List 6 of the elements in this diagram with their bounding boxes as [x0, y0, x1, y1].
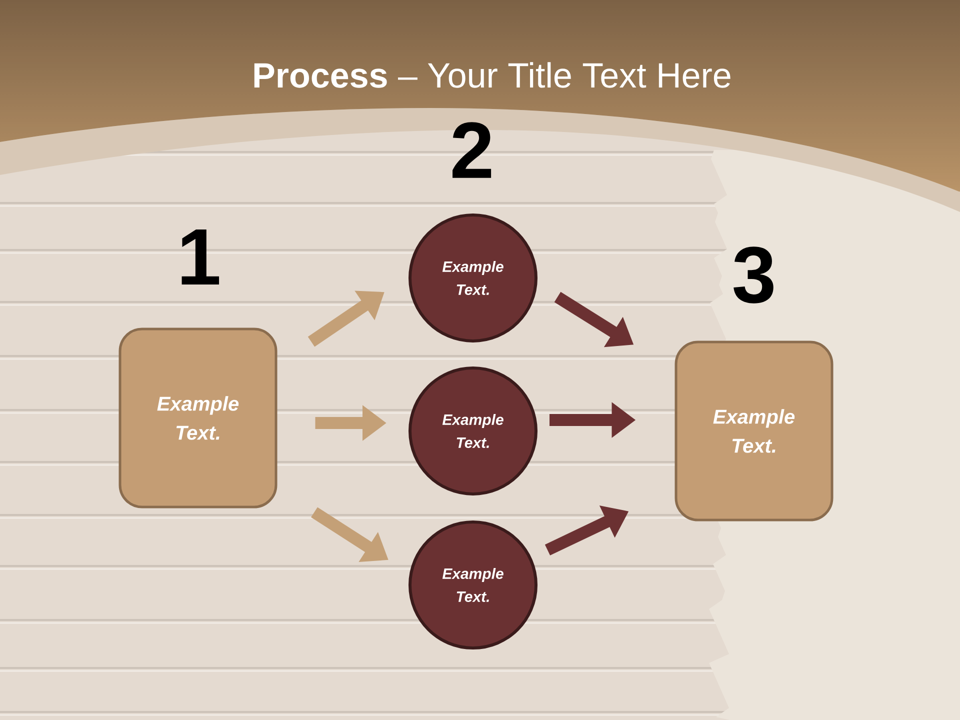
step-number: 3 [734, 246, 774, 304]
process-box: Example Text. [674, 340, 834, 522]
title: Process – Your Title Text Here [254, 62, 730, 88]
step-number: 1 [182, 230, 220, 285]
process-box: Example Text. [118, 328, 278, 508]
step-number: 2 [452, 122, 492, 178]
